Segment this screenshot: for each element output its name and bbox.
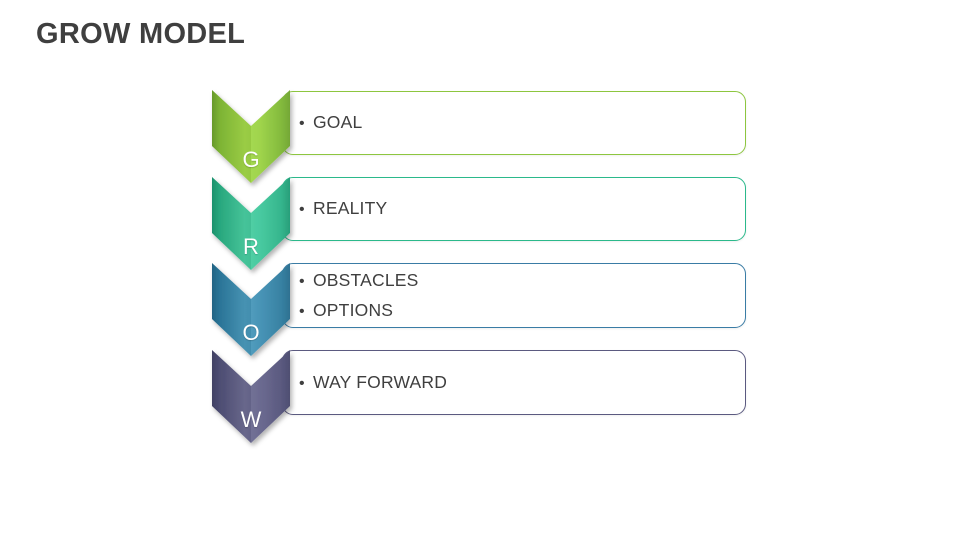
page-title: GROW MODEL <box>36 18 246 50</box>
bullet-list-way-forward: • WAY FORWARD <box>299 351 735 414</box>
chevron-shape-icon <box>212 263 290 356</box>
bullet-label: OBSTACLES <box>313 269 419 290</box>
bullet-label: GOAL <box>313 112 363 132</box>
bullet-list-reality: • REALITY <box>299 178 735 240</box>
bullet-dot-icon: • <box>299 272 305 290</box>
chevron-shape-icon <box>212 90 290 183</box>
bullet-dot-icon: • <box>299 201 305 218</box>
chevron-obstacles-options[interactable]: O <box>212 262 290 356</box>
bullet-list-goal: • GOAL <box>299 92 735 154</box>
bullet-label: WAY FORWARD <box>313 371 448 392</box>
chevron-goal[interactable]: G <box>212 89 290 183</box>
bullet-list-obstacles-options: • OBSTACLES • OPTIONS <box>299 264 735 327</box>
content-box-obstacles-options[interactable]: • OBSTACLES • OPTIONS <box>282 263 746 328</box>
list-item: • OBSTACLES <box>299 266 735 296</box>
bullet-dot-icon: • <box>299 302 305 320</box>
chevron-way-forward[interactable]: W <box>212 349 290 443</box>
bullet-dot-icon: • <box>299 115 305 132</box>
content-box-goal[interactable]: • GOAL <box>282 91 746 155</box>
bullet-dot-icon: • <box>299 374 305 392</box>
content-box-way-forward[interactable]: • WAY FORWARD <box>282 350 746 415</box>
bullet-label: REALITY <box>313 198 388 218</box>
list-item: • REALITY <box>299 194 735 224</box>
list-item: • OPTIONS <box>299 296 735 326</box>
list-item: • GOAL <box>299 108 735 138</box>
chevron-shape-icon <box>212 177 290 270</box>
content-box-reality[interactable]: • REALITY <box>282 177 746 241</box>
chevron-reality[interactable]: R <box>212 176 290 270</box>
list-item: • WAY FORWARD <box>299 368 735 398</box>
chevron-shape-icon <box>212 350 290 443</box>
bullet-label: OPTIONS <box>313 299 394 320</box>
